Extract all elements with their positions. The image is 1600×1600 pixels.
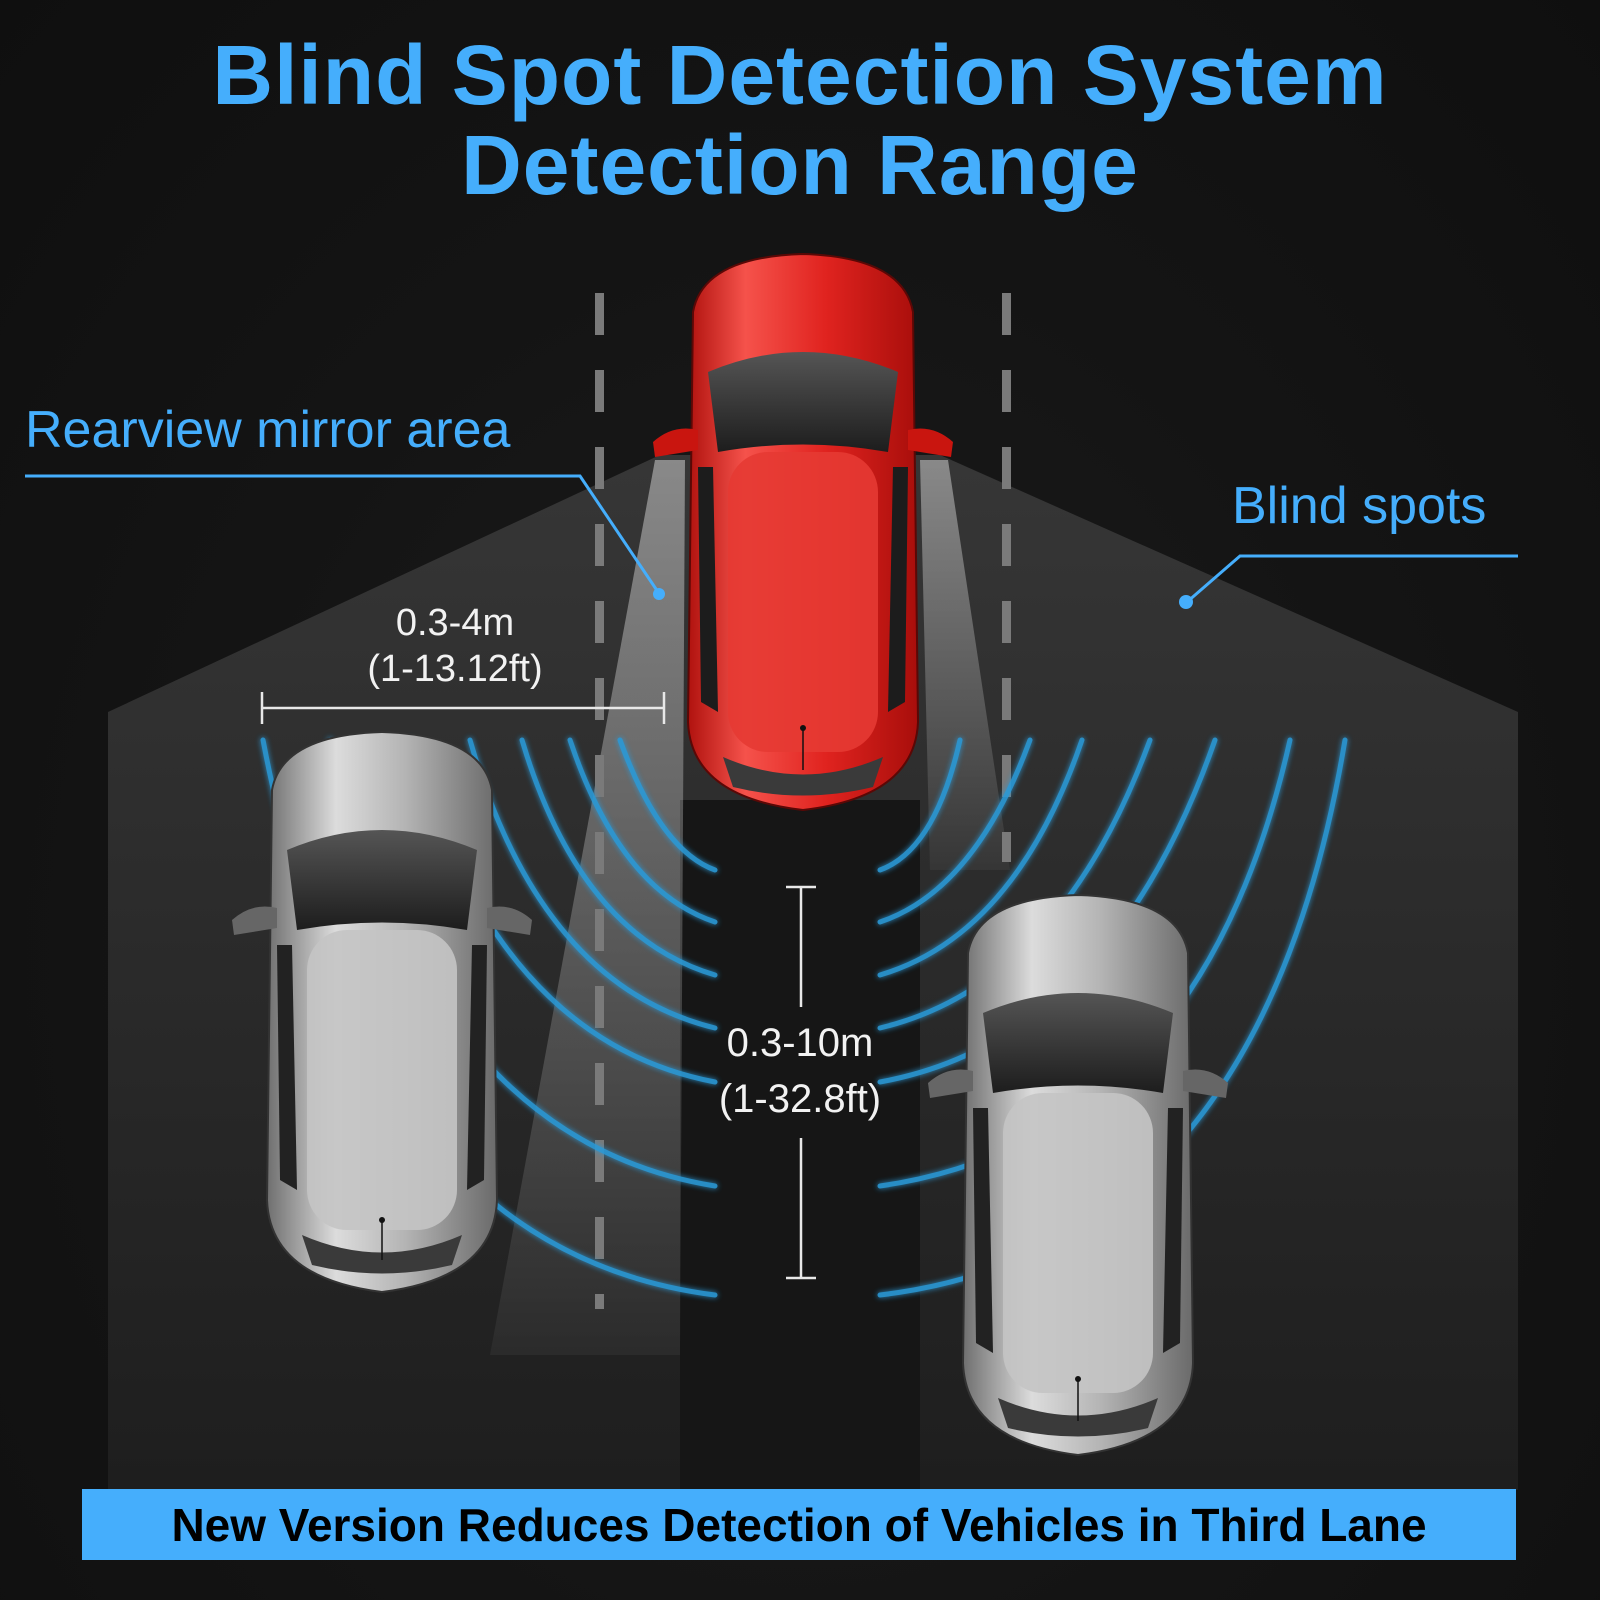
- rear-range-label: 0.3-10m (1-32.8ft): [700, 1015, 900, 1127]
- lateral-range-label: 0.3-4m (1-13.12ft): [340, 600, 570, 692]
- blind-spot-callout-dot: [1179, 595, 1193, 609]
- lateral-measure-line: [260, 692, 666, 724]
- blind-spot-callout-line: [1186, 554, 1518, 604]
- rearview-callout-line: [25, 474, 660, 593]
- rearview-mirror-area-label: Rearview mirror area: [25, 401, 511, 459]
- left-lane-divider: [595, 293, 604, 1309]
- title-line-1: Blind Spot Detection System: [212, 28, 1388, 122]
- rear-range-imperial: (1-32.8ft): [718, 1077, 882, 1121]
- lateral-range-metric: 0.3-4m: [395, 602, 515, 644]
- lateral-range-imperial: (1-13.12ft): [367, 648, 543, 690]
- feature-banner-text: New Version Reduces Detection of Vehicle…: [171, 1498, 1427, 1551]
- feature-banner: New Version Reduces Detection of Vehicle…: [82, 1489, 1516, 1560]
- host-vehicle-red: [653, 252, 953, 812]
- right-mirror-beam: [920, 460, 1010, 870]
- title-line-2: Detection Range: [461, 118, 1139, 212]
- blind-spots-label: Blind spots: [1232, 477, 1487, 535]
- right-vehicle-silver: [928, 893, 1228, 1457]
- right-lane-divider: [1002, 293, 1011, 862]
- rearview-callout-dot: [653, 588, 665, 600]
- left-vehicle-silver: [232, 730, 532, 1294]
- rear-range-metric: 0.3-10m: [726, 1021, 874, 1065]
- rear-measure-line: [786, 885, 816, 1280]
- left-mirror-beam: [490, 460, 685, 1355]
